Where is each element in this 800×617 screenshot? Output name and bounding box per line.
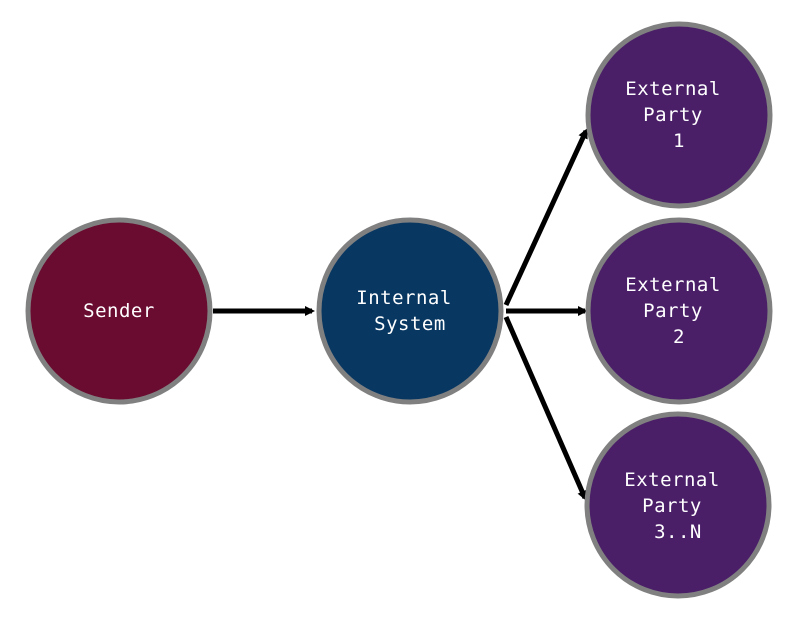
external-party-1-label-line-1: External [625, 78, 721, 100]
sender-circle [25, 217, 213, 405]
external-party-1-circle [585, 21, 773, 209]
node-external-party-2: External Party 2 [585, 217, 773, 405]
external-party-2-circle [585, 217, 773, 405]
external-party-3-n-label-line-3: 3..N [654, 521, 702, 543]
edge-internal-to-external3 [503, 315, 588, 501]
external-party-1-label-line-3: 1 [673, 130, 685, 152]
external-party-2-label: External Party 2 [625, 274, 732, 348]
sender-label: Sender [83, 300, 155, 322]
node-internal-system: Internal System [316, 217, 504, 405]
node-external-party-1: External Party 1 [585, 21, 773, 209]
external-party-2-label-line-3: 2 [673, 326, 685, 348]
external-party-3-n-label: External Party 3..N [624, 469, 731, 543]
node-external-party-3-n: External Party 3..N [584, 411, 772, 599]
node-sender: Sender [25, 217, 213, 405]
internal-system-label-line-2: System [374, 313, 446, 335]
internal-system-label-line-1: Internal [356, 287, 452, 309]
external-party-2-label-line-1: External [625, 274, 721, 296]
external-party-3-n-label-line-2: Party [642, 495, 702, 517]
external-party-1-label-line-2: Party [643, 104, 703, 126]
external-party-2-label-line-2: Party [643, 300, 703, 322]
external-party-1-label: External Party 1 [625, 78, 732, 152]
external-party-3-n-circle [584, 411, 772, 599]
internal-system-circle [316, 217, 504, 405]
internal-system-label: Internal System [356, 287, 463, 335]
edge-internal-to-external1 [503, 128, 589, 307]
sender-label-line-1: Sender [83, 300, 155, 322]
external-party-3-n-label-line-1: External [624, 469, 720, 491]
